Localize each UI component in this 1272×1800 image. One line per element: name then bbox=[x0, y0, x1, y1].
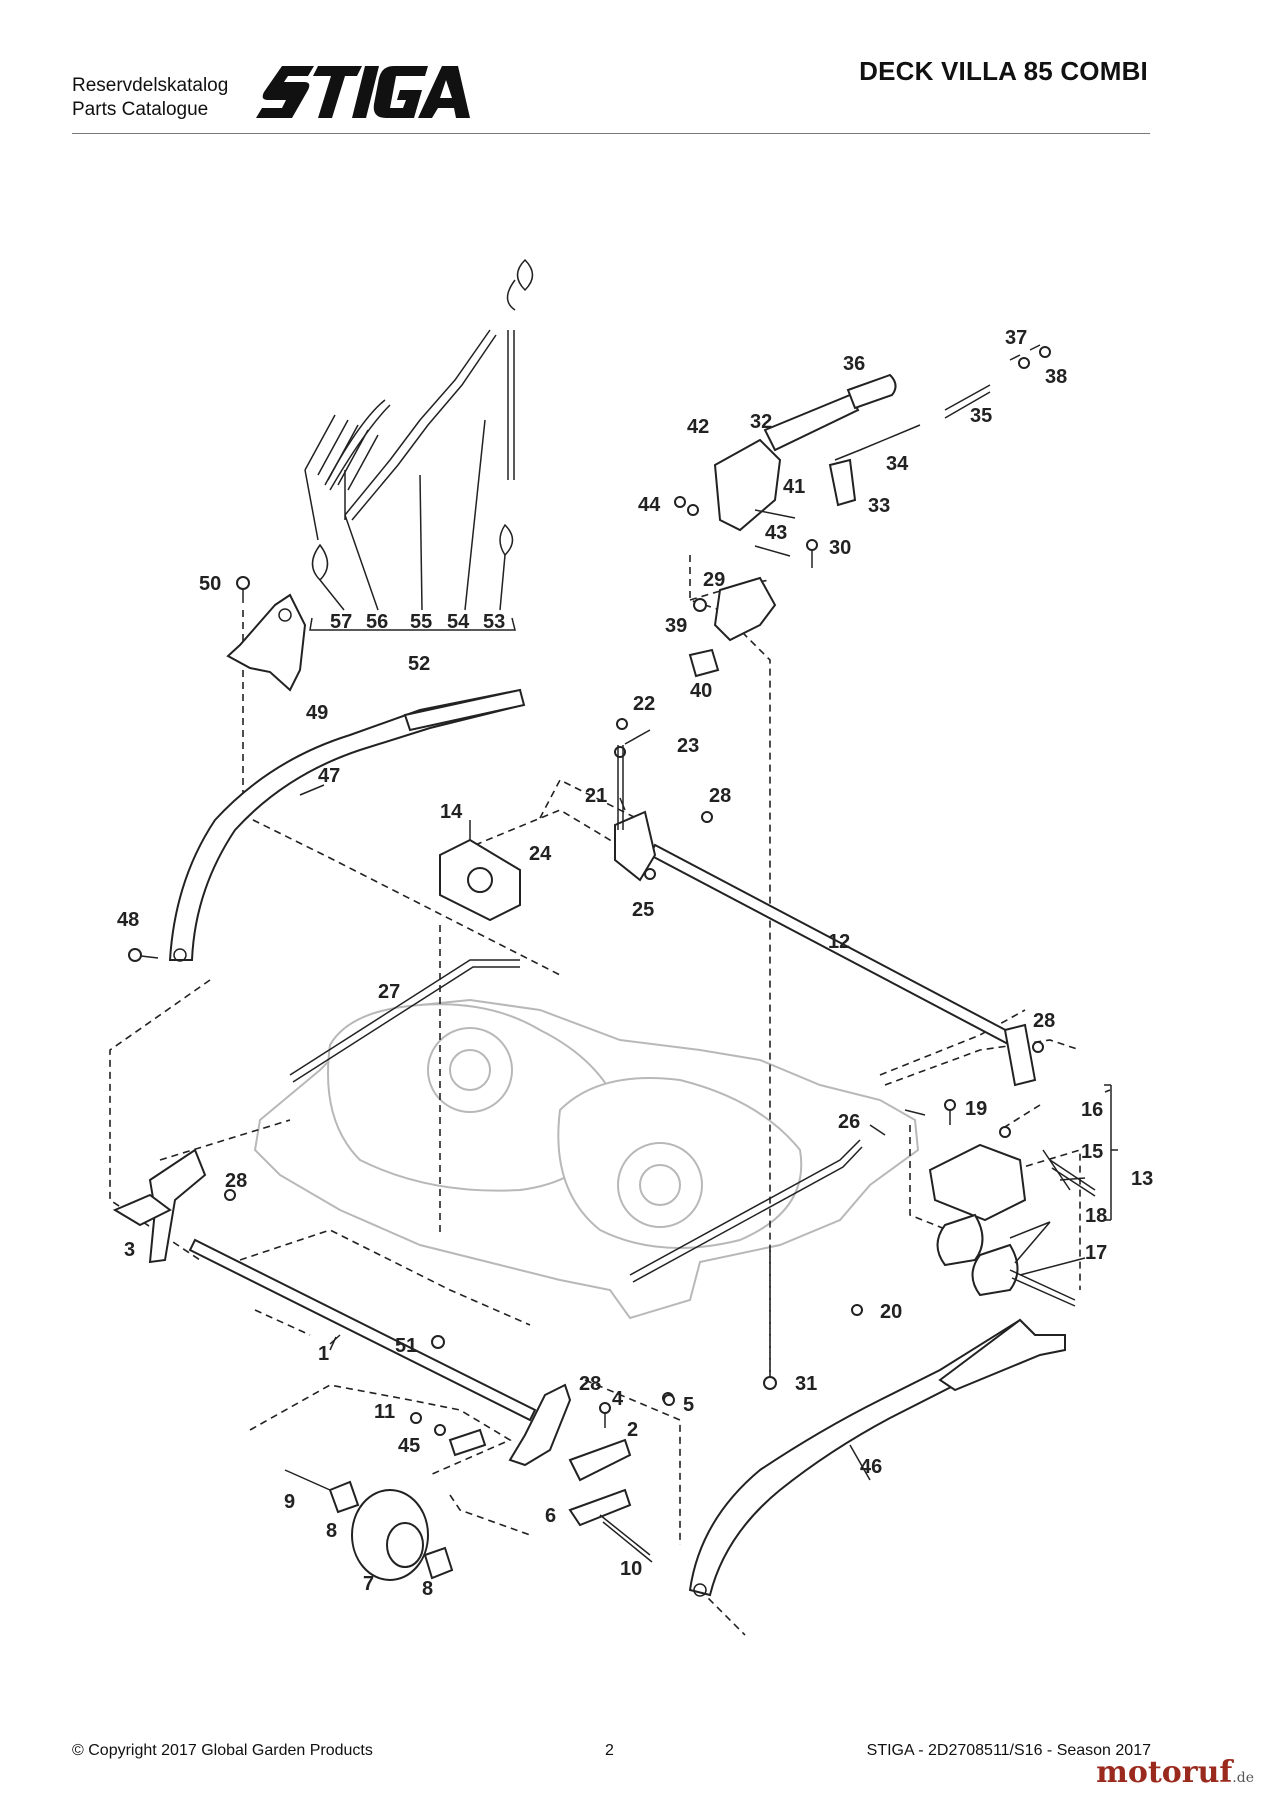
callout-28c: 28 bbox=[225, 1170, 247, 1192]
callout-28d: 28 bbox=[579, 1373, 601, 1395]
callout-20: 20 bbox=[880, 1301, 902, 1323]
callout-29: 29 bbox=[703, 569, 725, 591]
rear-axle bbox=[614, 810, 1037, 1087]
callout-47: 47 bbox=[318, 765, 340, 787]
callout-35: 35 bbox=[970, 405, 992, 427]
header-divider bbox=[72, 133, 1150, 134]
callout-41: 41 bbox=[783, 476, 805, 498]
callout-1: 1 bbox=[318, 1343, 329, 1365]
chain-spring-kit bbox=[304, 258, 534, 582]
callout-42: 42 bbox=[687, 416, 709, 438]
callout-31: 31 bbox=[795, 1373, 817, 1395]
catalog-subtitle-line1: Reservdelskatalog bbox=[72, 75, 229, 96]
leader-lines bbox=[299, 419, 1118, 1481]
callout-12: 12 bbox=[828, 931, 850, 953]
callout-39: 39 bbox=[665, 615, 687, 637]
lift-arm-47 bbox=[168, 688, 526, 962]
mower-deck bbox=[253, 998, 920, 1320]
callout-3: 3 bbox=[124, 1239, 135, 1261]
callout-28b: 28 bbox=[1033, 1010, 1055, 1032]
callout-19: 19 bbox=[965, 1098, 987, 1120]
stiga-logo bbox=[256, 66, 470, 118]
callout-8b: 8 bbox=[422, 1578, 433, 1600]
catalog-subtitle-line2: Parts Catalogue bbox=[72, 99, 209, 120]
callout-10: 10 bbox=[620, 1558, 642, 1580]
callout-46: 46 bbox=[860, 1456, 882, 1478]
watermark-text: motoruf bbox=[1096, 1755, 1233, 1790]
callout-54: 54 bbox=[447, 611, 470, 633]
callout-37: 37 bbox=[1005, 327, 1027, 349]
callout-9: 9 bbox=[284, 1491, 295, 1513]
copyright-notice: © Copyright 2017 Global Garden Products bbox=[72, 1742, 373, 1759]
watermark-suffix: .de bbox=[1232, 1770, 1254, 1786]
callout-53: 53 bbox=[483, 611, 505, 633]
callout-22: 22 bbox=[633, 693, 655, 715]
callout-21: 21 bbox=[585, 785, 607, 807]
callout-23: 23 bbox=[677, 735, 699, 757]
watermark: motoruf.de bbox=[1096, 1755, 1254, 1790]
lever-bracket-29 bbox=[688, 576, 777, 678]
callout-32: 32 bbox=[750, 411, 772, 433]
callout-11: 11 bbox=[374, 1401, 395, 1423]
gauge-wheel bbox=[284, 1469, 454, 1581]
callout-40: 40 bbox=[690, 680, 712, 702]
callout-43: 43 bbox=[765, 522, 787, 544]
callout-36: 36 bbox=[843, 353, 865, 375]
callout-51: 51 bbox=[395, 1335, 417, 1357]
callout-8a: 8 bbox=[326, 1520, 337, 1542]
callout-30: 30 bbox=[829, 537, 851, 559]
spring-bracket-14 bbox=[439, 838, 521, 922]
callout-16: 16 bbox=[1081, 1099, 1103, 1121]
callout-26: 26 bbox=[838, 1111, 860, 1133]
callout-57: 57 bbox=[330, 611, 352, 633]
callout-49: 49 bbox=[306, 702, 328, 724]
chain-bracket bbox=[226, 593, 307, 692]
page-number: 2 bbox=[605, 1742, 614, 1759]
callout-25: 25 bbox=[632, 899, 654, 921]
callout-27: 27 bbox=[378, 981, 400, 1003]
callout-7: 7 bbox=[363, 1573, 374, 1595]
catalog-subtitle: Reservdelskatalog Parts Catalogue bbox=[72, 74, 228, 122]
callout-14: 14 bbox=[440, 801, 463, 823]
callout-6: 6 bbox=[545, 1505, 556, 1527]
callout-50: 50 bbox=[199, 573, 221, 595]
callout-numbers: 1 2 3 4 5 6 7 8 8 9 10 11 12 13 14 15 16… bbox=[117, 327, 1153, 1600]
callout-44: 44 bbox=[638, 494, 661, 516]
callout-55: 55 bbox=[410, 611, 432, 633]
roller-bracket-13 bbox=[928, 1143, 1096, 1307]
callout-17: 17 bbox=[1085, 1242, 1107, 1264]
height-lever-assembly bbox=[713, 344, 1041, 532]
callout-13: 13 bbox=[1131, 1168, 1153, 1190]
callout-48: 48 bbox=[117, 909, 139, 931]
callout-4: 4 bbox=[612, 1388, 624, 1410]
callout-24: 24 bbox=[529, 843, 552, 865]
callout-34: 34 bbox=[886, 453, 909, 475]
callout-15: 15 bbox=[1081, 1141, 1103, 1163]
callout-33: 33 bbox=[868, 495, 890, 517]
callout-28a: 28 bbox=[709, 785, 731, 807]
callout-56: 56 bbox=[366, 611, 388, 633]
rods bbox=[289, 959, 863, 1283]
callout-45: 45 bbox=[398, 1435, 420, 1457]
small-brackets bbox=[112, 1193, 653, 1563]
catalog-reference: STIGA - 2D2708511/S16 - Season 2017 bbox=[866, 1742, 1151, 1759]
callout-5: 5 bbox=[683, 1394, 694, 1416]
callout-2: 2 bbox=[627, 1419, 638, 1441]
lift-arm-46 bbox=[688, 1318, 1066, 1597]
fasteners bbox=[128, 346, 1071, 1436]
callout-38: 38 bbox=[1045, 366, 1067, 388]
document-title: DECK VILLA 85 COMBI bbox=[859, 56, 1148, 86]
front-axle bbox=[148, 1148, 572, 1467]
callout-18: 18 bbox=[1085, 1205, 1107, 1227]
callout-52: 52 bbox=[408, 653, 430, 675]
